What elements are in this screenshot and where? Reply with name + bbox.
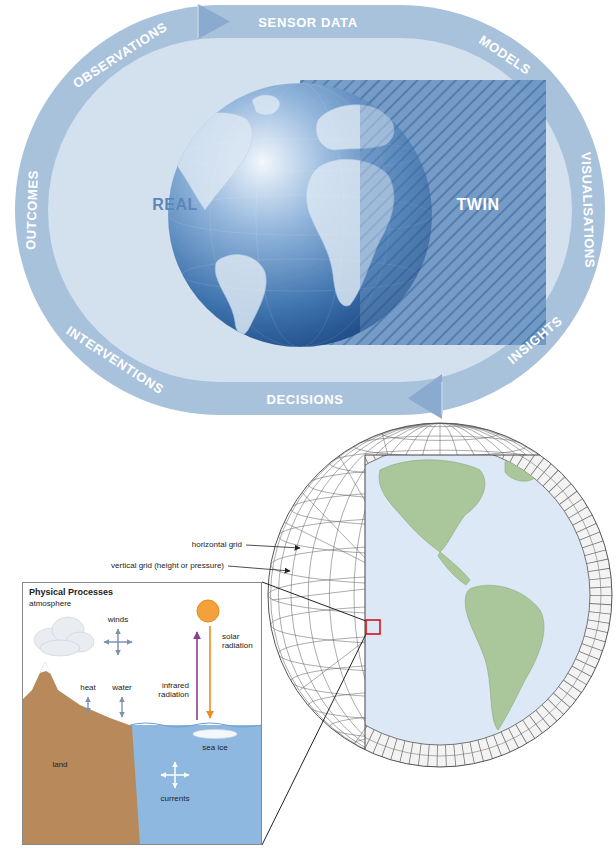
process-label: heat (80, 683, 96, 692)
process-label: solar radiation (222, 632, 260, 650)
process-label: water (112, 683, 132, 692)
cycle-label: VISUALISATIONS (578, 152, 597, 269)
cycle-label: INTERVENTIONS (64, 323, 167, 397)
process-label: sea ice (202, 743, 227, 752)
grid-label: vertical grid (height or pressure) (111, 561, 224, 570)
inset-subheading: atmosphere (29, 599, 255, 608)
cycle-label: INSIGHTS (505, 313, 565, 367)
process-label: infrared radiation (149, 681, 189, 699)
inset-box: Physical Processes atmosphere (22, 582, 262, 845)
cycle-label: SENSOR DATA (258, 15, 357, 30)
process-label: winds (108, 615, 128, 624)
cycle-label: DECISIONS (267, 392, 344, 407)
process-label: currents (161, 794, 190, 803)
process-label: land (52, 760, 67, 769)
cycle-label: MODELS (476, 32, 533, 78)
cycle-label: OUTCOMES (23, 170, 41, 250)
region-label: REAL (152, 196, 198, 214)
region-label: TWIN (457, 196, 500, 214)
cycle-label: OBSERVATIONS (70, 19, 170, 91)
grid-label: horizontal grid (192, 540, 242, 549)
inset-heading: Physical Processes (29, 587, 255, 597)
